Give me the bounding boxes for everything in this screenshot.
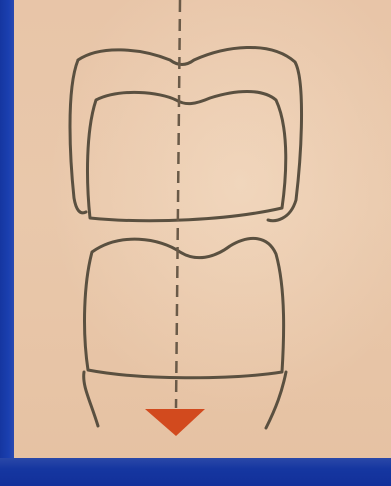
downward-arrowhead (145, 409, 205, 436)
vertical-axis-dashed-line (176, 0, 180, 408)
lower-tooth-crown-outline (85, 238, 284, 377)
upper-tooth-outer-outline (70, 47, 302, 220)
lower-tooth-root-left (84, 372, 98, 426)
lower-tooth-root-right (266, 372, 286, 428)
upper-tooth-inner-outline (88, 92, 286, 221)
